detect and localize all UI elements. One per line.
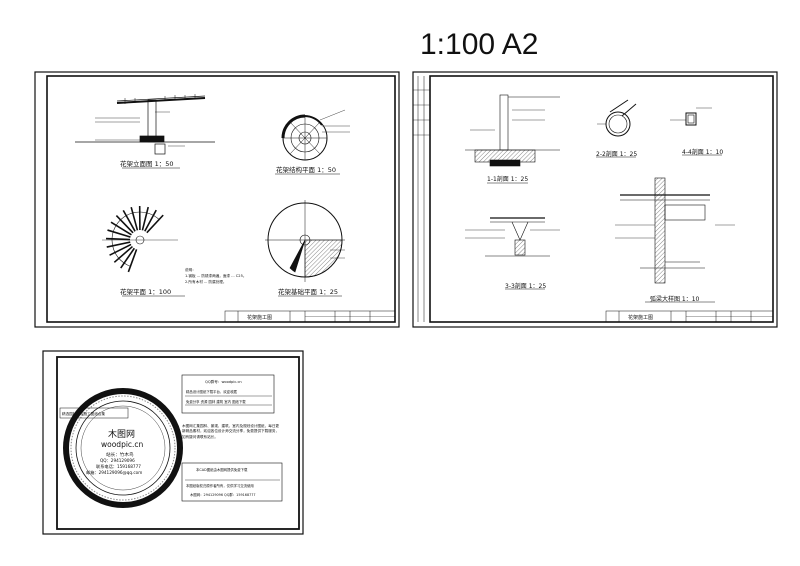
ad-box-bottom-line1: 本CAD图纸由木图网提供免费下载 [196,467,248,472]
detail-label-arc-beam: 弧梁大样图 1：10 [650,295,700,303]
pergola-plan [102,205,185,297]
sheet-2: 1-1剖面 1：25 2-2剖面 1：25 4-4剖面 1：10 [412,71,778,328]
foundation-plan [265,200,345,297]
plan-slat [144,209,157,232]
view-label-elevation: 花架立面图 1：50 [120,159,173,168]
section-1-1 [465,94,560,184]
detail-label-2-2: 2-2剖面 1：25 [596,150,637,158]
view-label-plan: 花架平面 1：100 [120,287,171,296]
detail-label-3-3: 3-3剖面 1：25 [505,282,546,290]
info-box-top [181,374,275,414]
svg-text:说明：: 说明： [185,267,196,272]
plan-slat [127,249,138,273]
woodpic-logo-ring [63,388,183,508]
title-block-1 [224,310,396,323]
plan-slat [105,237,131,241]
ad-text: 木图网 woodpic.cn 站长：竹木鸟 QQ：294129096 联系电话：… [62,379,280,497]
plan-slat [120,247,135,269]
ad-banner-box [59,407,129,419]
section-3-3 [465,217,560,290]
ad-paragraph: 木图网汇集园林、景观、建筑、室内及规划设计图纸，每日更新精品素材，欢迎各位设计师… [182,424,280,439]
view-label-foundation: 花架基础平面 1：25 [278,287,338,296]
plan-arc-beam [111,211,160,267]
plan-slat [110,221,132,236]
ad-sheet [42,350,304,535]
section-4-4 [670,107,722,156]
svg-text:2.所有木材 ... 防腐处理。: 2.所有木材 ... 防腐处理。 [185,279,226,284]
ad-paragraph-wrap: 木图网汇集园林、景观、建筑、室内及规划设计图纸，每日更新精品素材，欢迎各位设计师… [182,424,280,439]
plan-slat [115,214,134,234]
title-block-2-name: 花架施工图 [628,314,653,321]
section-2-2 [596,99,637,158]
plan-slat [122,210,136,232]
sheet-1: 花架立面图 1：50 花架结构平面 1：50 [34,71,400,328]
pergola-elevation [75,94,215,169]
ad-box-top-title: QQ群号：woodpic.cn [205,379,242,384]
title-block-1-name: 花架施工图 [247,314,272,321]
plan-slat [141,206,150,231]
ad-site: woodpic.cn [101,440,144,449]
view-label-structure: 花架结构平面 1：50 [276,165,336,174]
scale-title: 1:100 A2 [420,28,539,61]
plan-slat [113,245,133,263]
arc-beam-detail [615,177,735,303]
plan-slat [109,243,132,256]
svg-text:1.钢板 ... 防锈漆两遍，面漆 ... C25。: 1.钢板 ... 防锈漆两遍，面漆 ... C25。 [185,273,246,278]
ad-box-top-line2: 免费分享 资源 园林 建筑 室内 图纸下载 [186,399,246,404]
ad-banner: 精选园林景观施工图纸合集 [62,411,106,416]
structure-plan [275,109,350,175]
plan-slat [146,214,164,234]
detail-label-4-4: 4-4剖面 1：10 [682,148,723,156]
ad-box-bottom-line3: 木图网：294129096 QQ群：159168777 [190,492,256,497]
plan-slat [106,241,131,248]
ad-email: 邮箱：294129096@qq.com [86,469,142,476]
ad-box-bottom-line2: 本图纸版权归原作者所有，仅供学习交流使用 [186,483,254,488]
info-box-bottom [181,462,283,502]
title-block-2 [605,310,774,323]
notes: 说明： 1.钢板 ... 防锈漆两遍，面漆 ... C25。 2.所有木材 ..… [185,267,246,284]
ad-box-top-line1: 精品设计图纸下载平台，欢迎收藏 [186,389,237,394]
ad-station: 站长：竹木鸟 [106,451,134,458]
ad-brand: 木图网 [108,428,135,440]
plan-slat [130,206,139,231]
detail-label-1-1: 1-1剖面 1：25 [487,175,528,183]
ad-mobile: 联系电话：159168777 [96,463,141,470]
plan-slat [107,229,131,238]
ad-qq: QQ：294129096 [100,458,135,463]
